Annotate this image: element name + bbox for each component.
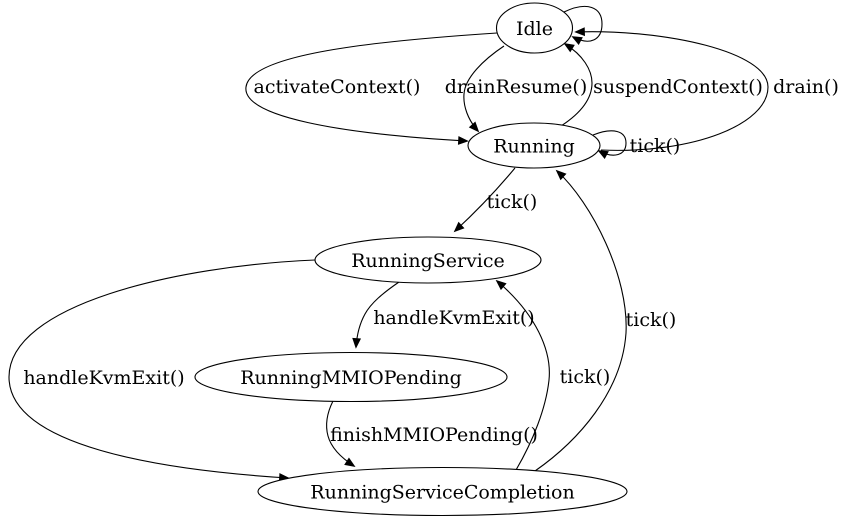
state-label-idle: Idle [516, 18, 553, 40]
edge-running-service-completion-to-running-service [495, 279, 550, 471]
state-ellipse-idle [495, 2, 574, 54]
state-node-running-service: RunningService [314, 236, 542, 284]
edge-label-idle-to-running: activateContext() [254, 76, 421, 98]
state-ellipse-running-service [314, 236, 542, 284]
state-label-running-service-completion: RunningServiceCompletion [310, 482, 574, 504]
edges-layer: activateContext() drainResume()suspendCon… [8, 5, 839, 482]
edge-label-idle-to-running: drainResume() [445, 76, 588, 98]
edge-label-running-service-completion-to-running: tick() [626, 309, 677, 331]
state-label-running-mmio-pending: RunningMMIOPending [240, 367, 462, 389]
state-node-running-service-completion: RunningServiceCompletion [257, 466, 628, 517]
edge-idle-to-running [463, 45, 505, 133]
edge-running-service-completion-to-running [534, 169, 627, 472]
edge-idle-to-idle [563, 5, 603, 46]
state-node-running: Running [467, 122, 601, 169]
edge-running-service-to-running-service-completion [8, 259, 316, 482]
state-ellipse-running [467, 122, 601, 169]
edge-running-mmio-pending-to-running-service-completion [326, 400, 356, 467]
state-ellipse-running-service-completion [257, 466, 628, 517]
edge-label-running-to-running-service: tick() [487, 191, 538, 213]
edge-running-service-to-running-mmio-pending [352, 281, 400, 349]
edge-running-to-running-service [453, 167, 516, 233]
state-node-idle: Idle [495, 2, 574, 54]
edge-running-to-idle [560, 43, 593, 127]
edge-running-to-idle [574, 27, 769, 151]
edge-label-running-service-to-running-mmio-pending: handleKvmExit() [373, 307, 534, 329]
edge-label-running-mmio-pending-to-running-service-completion: finishMMIOPending() [330, 424, 538, 446]
state-label-running-service: RunningService [351, 250, 505, 272]
edge-idle-to-running [245, 32, 498, 145]
edge-label-running-service-to-running-service-completion: handleKvmExit() [23, 367, 184, 389]
edge-label-running-to-idle: drain() [773, 76, 839, 98]
state-node-running-mmio-pending: RunningMMIOPending [194, 351, 508, 403]
edge-label-running-to-idle: suspendContext() [593, 76, 763, 98]
state-ellipse-running-mmio-pending [194, 351, 508, 403]
edge-running-to-running [592, 130, 627, 160]
edge-label-running-to-running: tick() [630, 135, 681, 157]
nodes-layer: IdleRunningRunningServiceRunningMMIOPend… [194, 2, 628, 517]
state-label-running: Running [493, 136, 575, 158]
edge-label-running-service-completion-to-running-service: tick() [560, 366, 611, 388]
